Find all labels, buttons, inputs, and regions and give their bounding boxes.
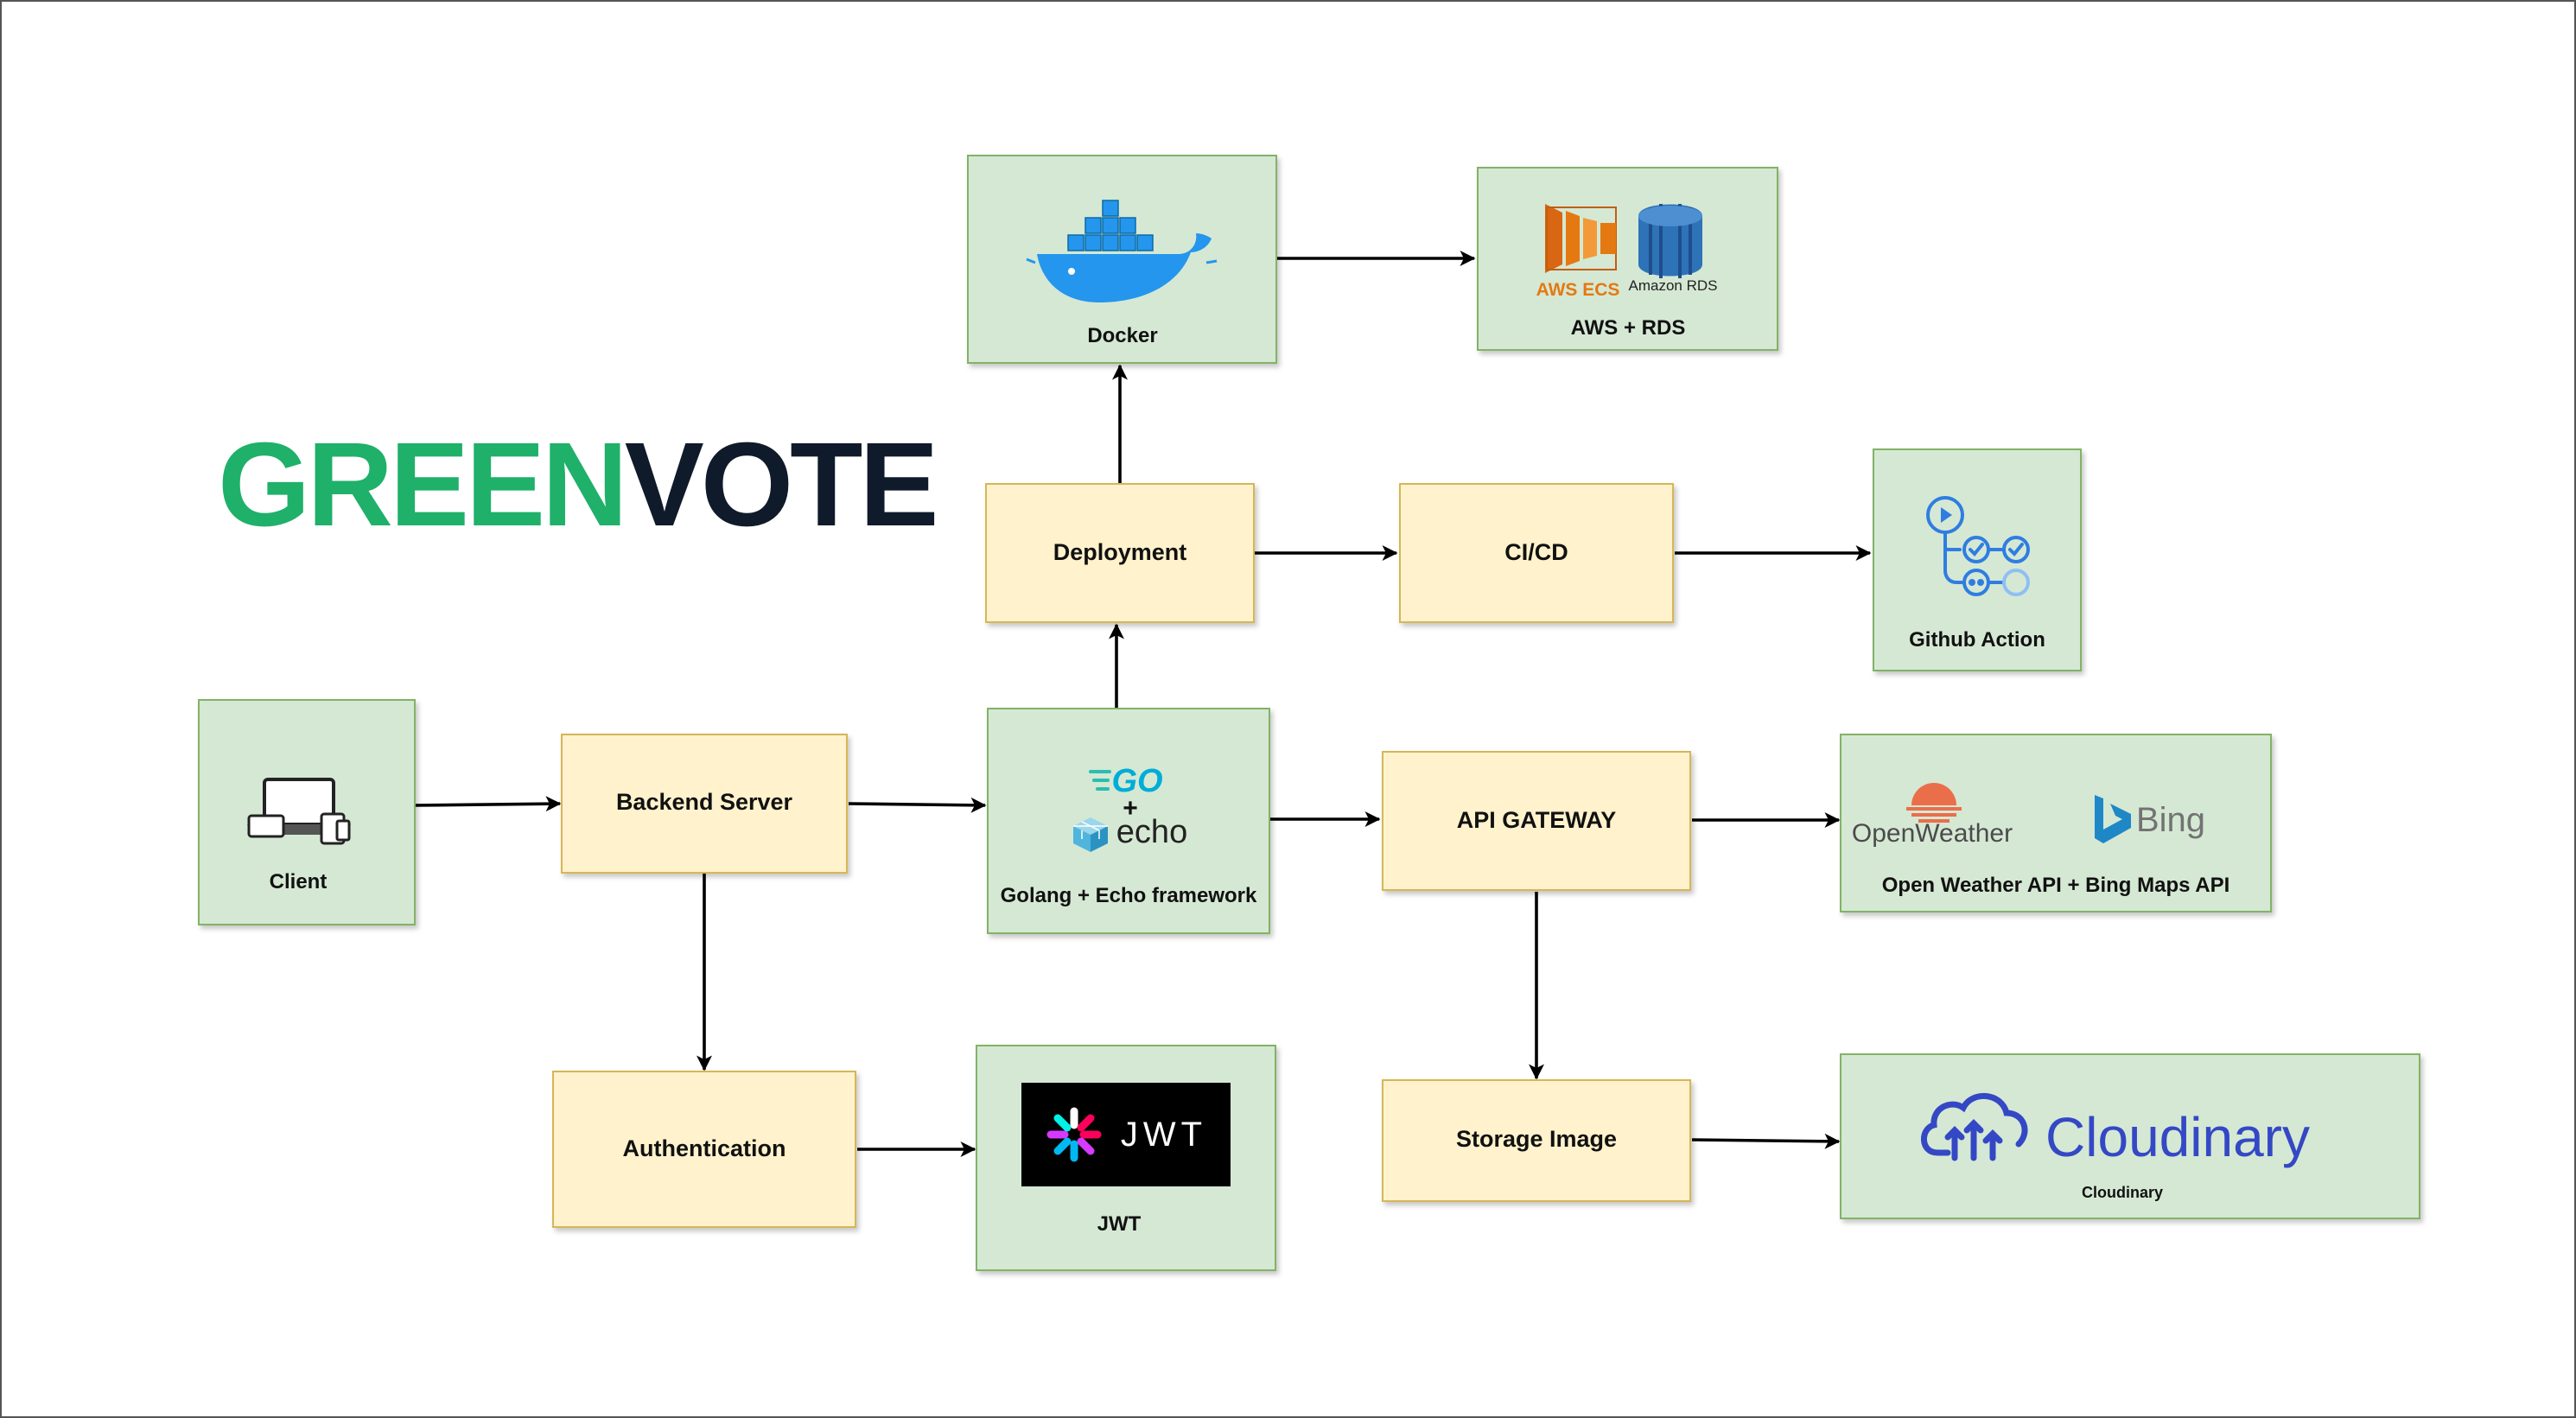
amazon-rds-text: Amazon RDS: [1629, 277, 1718, 294]
aws-box: [1477, 167, 1778, 351]
backend-box: [561, 734, 848, 874]
go-text: GO: [1111, 763, 1162, 799]
aws-ecs-icon: [1545, 204, 1617, 273]
docker-whale-icon: [1026, 200, 1218, 302]
echo-cube-icon: [1073, 817, 1108, 852]
storage-label: Storage Image: [1456, 1126, 1617, 1152]
gateway-box: [1382, 751, 1691, 891]
edge-backend-golang: [848, 797, 987, 813]
cloudinary-label: Cloudinary: [2082, 1184, 2163, 1201]
aws-ecs-text: AWS ECS: [1536, 280, 1620, 300]
node-weather-bing[interactable]: OpenWeather Bing Open Weather API + Bing…: [1840, 734, 2272, 912]
cloudinary-cloud-icon: [1921, 1093, 2028, 1161]
openweather-text: OpenWeather: [1852, 819, 2013, 848]
devices-icon: [247, 778, 351, 845]
openweather-sun-icon: [1906, 783, 1962, 823]
cloudinary-box: [1840, 1053, 2420, 1219]
authentication-box: [552, 1071, 856, 1228]
github-label: Github Action: [1909, 628, 2045, 652]
bing-logo-icon: [2095, 795, 2131, 843]
cloudinary-logo-text: Cloudinary: [2045, 1106, 2310, 1168]
node-jwt[interactable]: JWT JWT: [976, 1045, 1276, 1271]
cicd-box: [1399, 483, 1674, 623]
node-deployment[interactable]: Deployment: [985, 483, 1255, 623]
logo-vote-part: VOTE: [625, 418, 936, 551]
greenvote-logo: GREENVOTE: [218, 418, 935, 551]
node-github-action[interactable]: Github Action: [1873, 448, 2082, 671]
edges: [414, 251, 1872, 1157]
node-storage-image[interactable]: Storage Image: [1382, 1079, 1691, 1202]
amazon-rds-icon: [1638, 204, 1702, 278]
docker-label: Docker: [1087, 324, 1157, 347]
golang-box: [987, 708, 1270, 934]
deployment-label: Deployment: [1053, 539, 1187, 565]
node-client[interactable]: Client: [198, 699, 416, 925]
edge-storage-cloudinary: [1691, 1133, 1841, 1149]
plus-sign: +: [1123, 794, 1138, 823]
golang-label: Golang + Echo framework: [1001, 884, 1257, 907]
authentication-label: Authentication: [623, 1135, 786, 1161]
node-cicd[interactable]: CI/CD: [1399, 483, 1674, 623]
node-authentication[interactable]: Authentication: [552, 1071, 856, 1228]
edge-client-backend: [414, 796, 562, 812]
jwt-starburst-icon: [1046, 1107, 1102, 1162]
github-actions-icon: [1926, 496, 2030, 596]
backend-label: Backend Server: [616, 789, 793, 815]
node-docker[interactable]: Docker: [967, 155, 1277, 364]
jwt-label: JWT: [1097, 1212, 1142, 1236]
client-label: Client: [270, 870, 328, 893]
storage-box: [1382, 1079, 1691, 1202]
weather-label: Open Weather API + Bing Maps API: [1882, 874, 2230, 897]
node-backend-server[interactable]: Backend Server: [561, 734, 848, 874]
aws-label: AWS + RDS: [1571, 316, 1686, 340]
jwt-logo-text: JWT: [1121, 1116, 1207, 1154]
echo-text: echo: [1116, 814, 1187, 850]
gateway-label: API GATEWAY: [1457, 807, 1617, 833]
weather-box: [1840, 734, 2272, 912]
logo-green-part: GREEN: [218, 418, 625, 551]
node-api-gateway[interactable]: API GATEWAY: [1382, 751, 1691, 891]
node-golang-echo[interactable]: GO + echo Golang + Echo framework: [987, 708, 1270, 934]
node-aws-rds[interactable]: AWS ECS Amazon RDS AWS + RDS: [1477, 167, 1778, 351]
node-cloudinary[interactable]: Cloudinary Cloudinary: [1840, 1053, 2420, 1219]
cicd-label: CI/CD: [1504, 539, 1568, 565]
go-logo-icon: GO: [1089, 763, 1163, 799]
bing-text: Bing: [2136, 801, 2205, 839]
deployment-box: [985, 483, 1255, 623]
